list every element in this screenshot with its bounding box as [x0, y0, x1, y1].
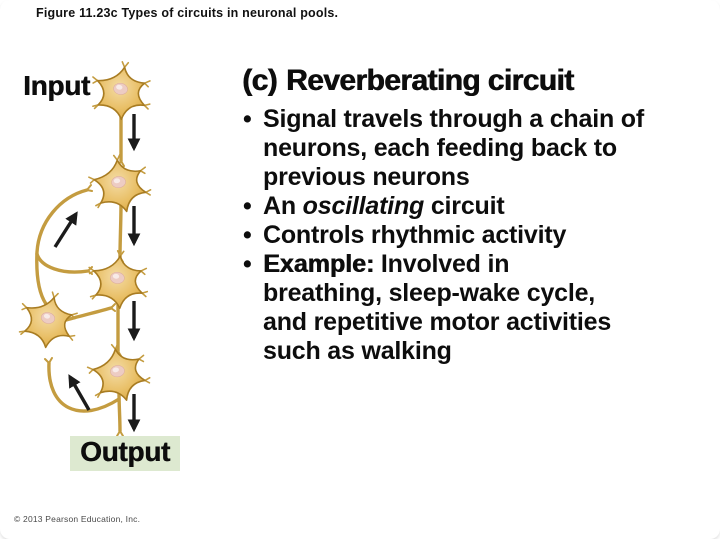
feedback-arrow-lower	[68, 374, 91, 411]
content-column: (c)Reverberating circuit Signal travels …	[242, 64, 708, 366]
bullet-text-segment: oscillating	[302, 192, 425, 220]
feedback-fiber-branch	[35, 252, 90, 274]
section-heading: (c)Reverberating circuit	[242, 64, 708, 98]
chain-neuron-3	[85, 247, 152, 312]
feedback-arrow-upper	[53, 211, 78, 248]
bullet-item: Controls rhythmic activity	[242, 221, 708, 250]
feedback-fiber-bottom	[47, 361, 121, 413]
bullet-item: Signal travels through a chain of neuron…	[242, 105, 708, 192]
bullet-text-segment: circuit	[424, 192, 505, 220]
chain-neuron-1	[86, 57, 156, 124]
bullet-text-segment: Signal travels through a chain of neuron…	[263, 105, 644, 191]
bullet-text-segment: Involved in breathing, sleep-wake cycle,…	[263, 250, 612, 365]
heading-title: Reverberating circuit	[285, 64, 574, 97]
bullet-item: Example: Involved in breathing, sleep-wa…	[242, 250, 708, 366]
bullet-item: An oscillating circuit	[242, 192, 708, 221]
signal-arrows	[53, 114, 141, 433]
bullet-text-segment: Example:	[263, 250, 375, 278]
copyright-notice: © 2013 Pearson Education, Inc.	[14, 514, 141, 524]
output-label: Output	[70, 436, 180, 471]
bullet-list: Signal travels through a chain of neuron…	[242, 105, 708, 366]
bullet-text-segment: An	[263, 192, 303, 220]
axon-4	[117, 390, 122, 433]
axon-2	[118, 201, 123, 259]
figure-title: Figure 11.23c Types of circuits in neuro…	[36, 6, 339, 20]
bullet-text-segment: Controls rhythmic activity	[263, 221, 567, 249]
feedback-fiber-outer	[35, 188, 89, 306]
feedback-fiber-horizontal	[64, 306, 113, 322]
input-label: Input	[23, 70, 90, 101]
feedback-fibers	[35, 188, 121, 413]
heading-prefix: (c)	[242, 64, 277, 97]
